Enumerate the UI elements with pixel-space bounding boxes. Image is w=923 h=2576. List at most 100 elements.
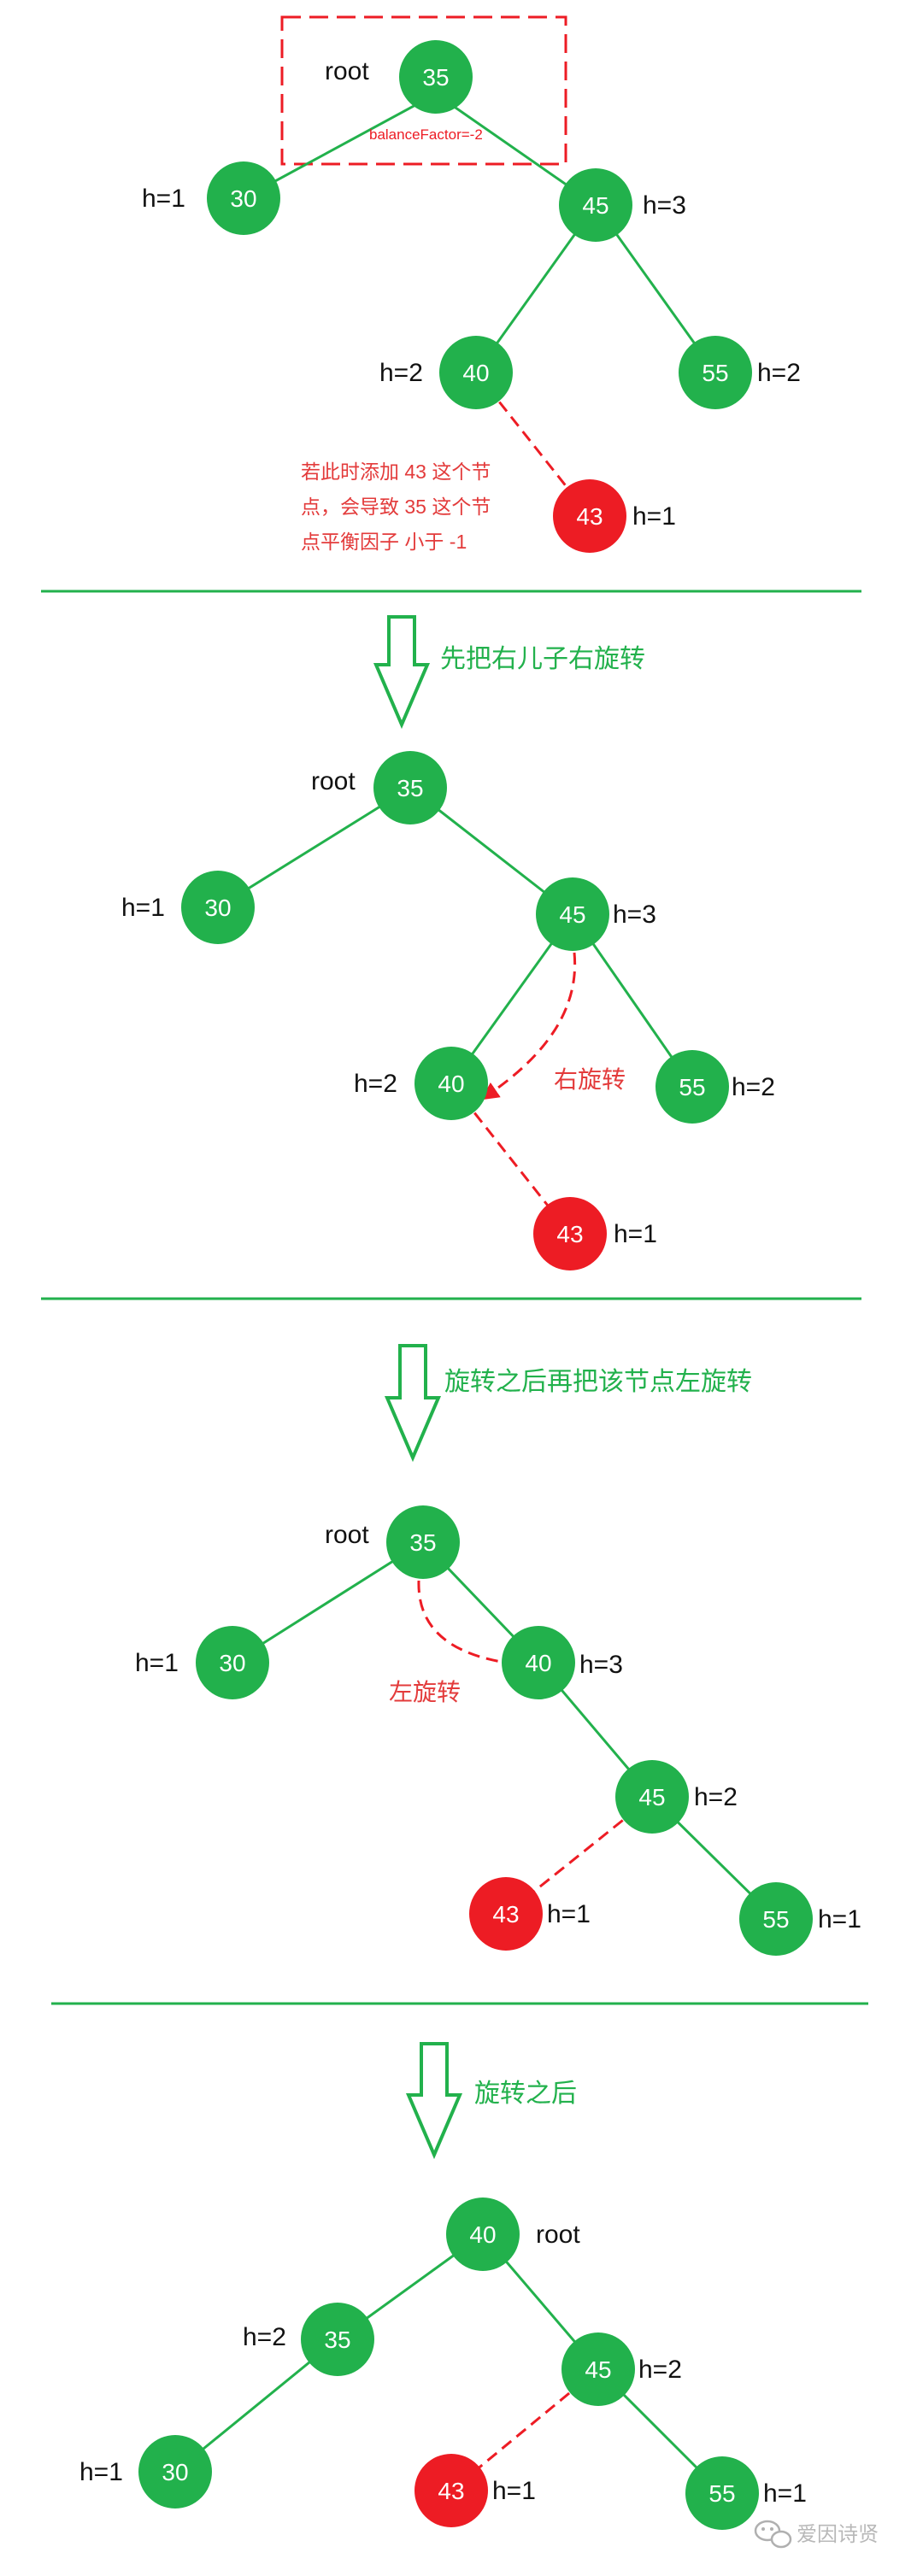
node-43: 43 bbox=[533, 1197, 607, 1270]
transition-arrow-1: 先把右儿子右旋转 bbox=[373, 615, 645, 730]
svg-text:30: 30 bbox=[219, 1650, 245, 1676]
rotation-arrow bbox=[417, 1580, 522, 1672]
height-43: h=1 bbox=[492, 2477, 536, 2505]
edge-35-30 bbox=[217, 786, 411, 909]
height-55: h=2 bbox=[732, 1073, 775, 1101]
svg-text:30: 30 bbox=[204, 895, 231, 921]
note-line-1: 若此时添加 43 这个节 bbox=[301, 461, 491, 483]
note-line-2: 点，会导致 35 这个节 bbox=[301, 496, 491, 518]
height-45: h=2 bbox=[694, 1783, 738, 1811]
step-2: 35 30 45 40 55 43 root h=1 h=3 h=2 h=2 h… bbox=[121, 751, 775, 1270]
svg-text:43: 43 bbox=[492, 1901, 519, 1928]
svg-text:45: 45 bbox=[638, 1784, 665, 1810]
down-arrow-icon bbox=[405, 2042, 463, 2160]
caption-1: 先把右儿子右旋转 bbox=[440, 645, 645, 673]
node-45: 45 bbox=[561, 2332, 635, 2406]
height-30: h=1 bbox=[135, 1649, 179, 1677]
height-40: h=3 bbox=[579, 1651, 623, 1679]
step-3: 35 30 40 45 43 55 root h=1 h=3 h=2 h=1 h… bbox=[135, 1505, 861, 1956]
node-55: 55 bbox=[679, 336, 752, 409]
svg-text:35: 35 bbox=[397, 775, 423, 801]
root-label: root bbox=[536, 2221, 580, 2249]
svg-text:55: 55 bbox=[702, 360, 728, 386]
rotation-label: 左旋转 bbox=[389, 1679, 461, 1705]
height-30: h=1 bbox=[142, 185, 185, 213]
node-45: 45 bbox=[536, 877, 609, 951]
node-55: 55 bbox=[685, 2456, 759, 2530]
svg-text:40: 40 bbox=[462, 360, 489, 386]
node-35: 35 bbox=[301, 2303, 374, 2376]
node-30: 30 bbox=[196, 1626, 269, 1699]
svg-text:35: 35 bbox=[324, 2327, 350, 2353]
caption-2: 旋转之后再把该节点左旋转 bbox=[444, 1368, 752, 1396]
balance-factor-label: balanceFactor=-2 bbox=[369, 126, 483, 143]
root-label: root bbox=[311, 767, 356, 795]
node-30: 30 bbox=[181, 871, 255, 944]
svg-text:55: 55 bbox=[708, 2480, 735, 2507]
transition-arrow-3: 旋转之后 bbox=[405, 2042, 577, 2160]
height-30: h=1 bbox=[121, 894, 165, 922]
edge-35-30 bbox=[232, 1540, 424, 1664]
caption-3: 旋转之后 bbox=[474, 2080, 577, 2108]
svg-text:35: 35 bbox=[409, 1529, 436, 1556]
height-43: h=1 bbox=[547, 1900, 591, 1928]
node-43: 43 bbox=[469, 1877, 543, 1951]
step-4: 40 35 45 30 43 55 root h=2 h=2 h=1 h=1 h… bbox=[79, 2198, 807, 2530]
node-35: 35 bbox=[373, 751, 447, 824]
height-40: h=2 bbox=[354, 1070, 397, 1098]
transition-arrow-2: 旋转之后再把该节点左旋转 bbox=[384, 1344, 752, 1463]
rotation-arrow bbox=[480, 952, 577, 1100]
root-label: root bbox=[325, 1521, 369, 1549]
watermark-text: 爱因诗贤 bbox=[797, 2523, 879, 2546]
node-30: 30 bbox=[138, 2435, 212, 2509]
height-43: h=1 bbox=[632, 502, 676, 531]
svg-text:45: 45 bbox=[585, 2356, 611, 2383]
svg-text:30: 30 bbox=[230, 185, 256, 212]
height-30: h=1 bbox=[79, 2458, 123, 2486]
svg-text:35: 35 bbox=[422, 64, 449, 91]
rotation-label: 右旋转 bbox=[554, 1066, 626, 1093]
wechat-icon bbox=[754, 2520, 792, 2549]
note-line-3: 点平衡因子 小于 -1 bbox=[301, 531, 467, 553]
node-35: 35 bbox=[399, 40, 473, 114]
down-arrow-icon bbox=[373, 615, 431, 730]
node-45: 45 bbox=[559, 168, 632, 242]
node-45: 45 bbox=[615, 1760, 689, 1834]
height-40: h=2 bbox=[379, 359, 423, 387]
node-30: 30 bbox=[207, 161, 280, 235]
svg-text:55: 55 bbox=[762, 1906, 789, 1933]
watermark: 爱因诗贤 bbox=[754, 2520, 879, 2549]
svg-text:43: 43 bbox=[576, 503, 603, 530]
height-43: h=1 bbox=[614, 1220, 657, 1248]
svg-text:43: 43 bbox=[556, 1221, 583, 1247]
svg-text:40: 40 bbox=[525, 1650, 551, 1676]
height-45: h=3 bbox=[613, 901, 656, 929]
height-45: h=3 bbox=[643, 191, 686, 220]
svg-text:43: 43 bbox=[438, 2478, 464, 2504]
svg-text:40: 40 bbox=[438, 1071, 464, 1097]
node-55: 55 bbox=[739, 1882, 813, 1956]
step-1: 35 30 45 40 55 43 root balanceFactor=-2 … bbox=[142, 15, 801, 553]
height-55: h=1 bbox=[818, 1905, 861, 1933]
node-40: 40 bbox=[502, 1626, 575, 1699]
node-40: 40 bbox=[414, 1047, 488, 1120]
height-55: h=2 bbox=[757, 359, 801, 387]
height-45: h=2 bbox=[638, 2356, 682, 2384]
down-arrow-icon bbox=[384, 1344, 442, 1463]
node-55: 55 bbox=[656, 1050, 729, 1124]
height-55: h=1 bbox=[763, 2479, 807, 2508]
svg-text:45: 45 bbox=[559, 901, 585, 928]
svg-text:40: 40 bbox=[469, 2221, 496, 2248]
node-40: 40 bbox=[439, 336, 513, 409]
node-35: 35 bbox=[386, 1505, 460, 1579]
highlight-box bbox=[280, 15, 567, 166]
node-40: 40 bbox=[446, 2198, 520, 2271]
height-35: h=2 bbox=[243, 2323, 286, 2351]
root-label: root bbox=[325, 57, 369, 85]
svg-text:45: 45 bbox=[582, 192, 608, 219]
node-43: 43 bbox=[414, 2454, 488, 2527]
svg-text:55: 55 bbox=[679, 1074, 705, 1100]
svg-text:30: 30 bbox=[162, 2459, 188, 2485]
node-43: 43 bbox=[553, 479, 626, 553]
